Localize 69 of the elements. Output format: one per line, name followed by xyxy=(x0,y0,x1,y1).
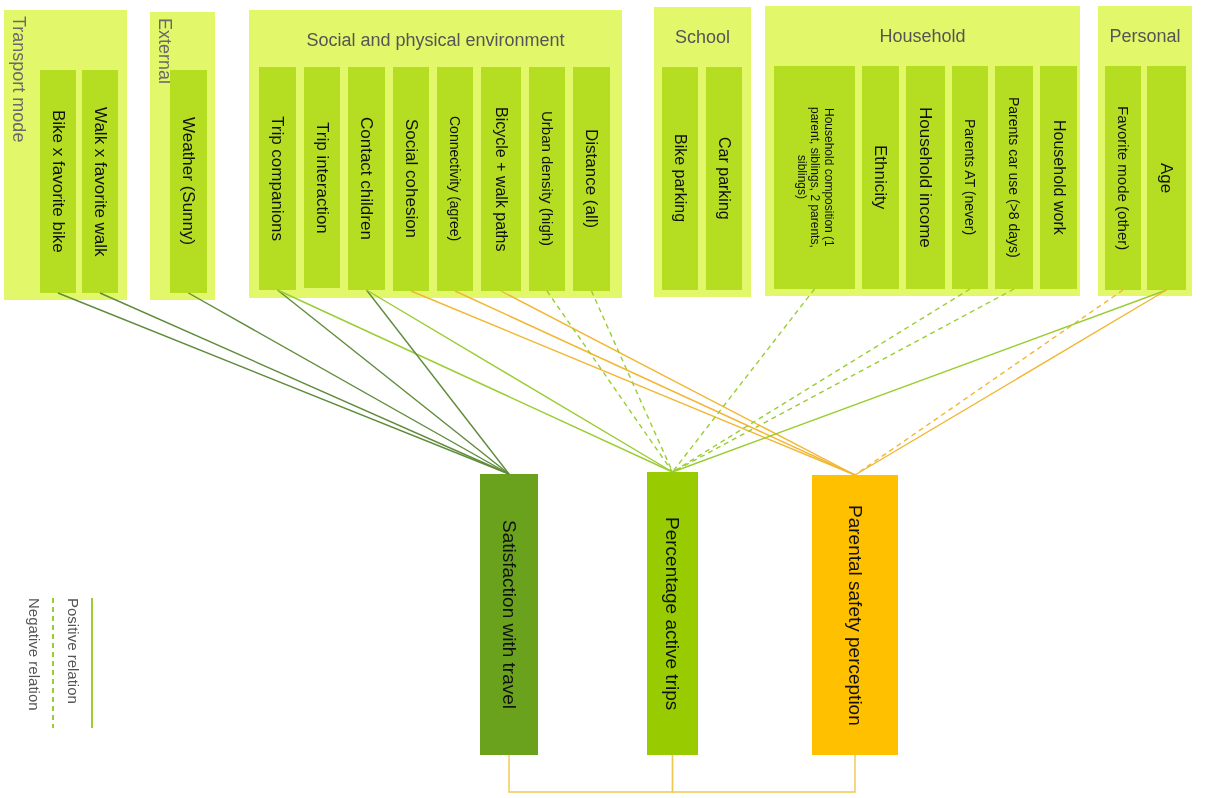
factor-box xyxy=(662,67,698,290)
factor-label: Social cohesion xyxy=(401,119,421,239)
outcome-box xyxy=(812,475,898,755)
factor-label: Age xyxy=(1156,162,1177,194)
factor-box xyxy=(706,67,742,290)
category-panel xyxy=(150,12,215,300)
factor-box xyxy=(1040,66,1077,289)
factor-label: Connectivity (agree) xyxy=(446,116,464,242)
factor-label: Weather (Sunny) xyxy=(178,117,199,246)
bracket-connector xyxy=(671,754,856,793)
factor-box xyxy=(304,67,340,288)
factor-label: Ethnicity xyxy=(870,145,891,210)
factor-label: Distance (all) xyxy=(581,129,602,229)
factor-box xyxy=(82,70,118,293)
factor-label: Contact children xyxy=(356,117,377,240)
factor-label: Bike parking xyxy=(671,134,690,223)
factor-box xyxy=(906,66,945,289)
factor-box xyxy=(1147,66,1186,290)
factor-box xyxy=(952,66,988,289)
factor-label: Trip interaction xyxy=(312,121,332,234)
factor-label: Parents AT (never) xyxy=(961,119,979,236)
factor-box xyxy=(259,67,296,290)
category-panel xyxy=(1098,6,1192,296)
bracket-connector xyxy=(508,754,674,793)
category-heading: Household xyxy=(878,26,967,47)
outcome-label: Percentage active trips xyxy=(661,516,684,711)
factor-box xyxy=(481,67,521,291)
category-panel xyxy=(765,6,1080,296)
outcome-box xyxy=(647,472,698,755)
connector-line xyxy=(276,289,510,475)
outcome-box xyxy=(480,474,538,755)
category-heading: Personal xyxy=(1108,26,1182,47)
category-heading: School xyxy=(673,27,731,48)
factor-label: Household composition (1 parent, siblings, 2 parents, siblings) xyxy=(793,106,836,250)
factor-box xyxy=(573,67,610,291)
factor-label: Bicycle + walk paths xyxy=(492,106,511,252)
factor-box xyxy=(40,70,76,293)
factor-box xyxy=(170,70,207,293)
legend-label: Negative relation xyxy=(26,598,43,711)
factor-box xyxy=(862,66,899,289)
factor-label: Household work xyxy=(1049,120,1068,235)
factor-label: Parents car use (>8 days) xyxy=(1005,97,1023,258)
factor-label: Household income xyxy=(915,107,936,248)
outcome-label: Parental safety perception xyxy=(844,504,866,726)
factor-box xyxy=(529,67,565,291)
connector-line xyxy=(671,288,816,473)
factor-box xyxy=(995,66,1033,289)
connector-line xyxy=(365,289,510,475)
legend-label: Positive relation xyxy=(65,598,82,704)
factor-box xyxy=(348,67,385,290)
factor-label: Walk x favorite walk xyxy=(90,106,110,257)
category-panel xyxy=(249,10,622,298)
category-heading: Social and physical environment xyxy=(305,30,566,51)
factor-box xyxy=(774,66,855,289)
factor-label: Bike x favorite bike xyxy=(48,110,68,253)
category-panel xyxy=(4,10,127,300)
factor-label: Urban density (high) xyxy=(538,111,556,247)
factor-label: Favorite mode (other) xyxy=(1114,105,1132,251)
category-heading: External xyxy=(154,18,175,85)
factor-box xyxy=(393,67,429,291)
factor-label: Car parking xyxy=(715,137,734,220)
factor-box xyxy=(437,67,473,291)
factor-box xyxy=(1105,66,1141,290)
category-panel xyxy=(654,7,751,297)
connector-line xyxy=(365,289,674,473)
connector-line xyxy=(546,290,674,473)
category-heading: Transport mode xyxy=(8,16,29,143)
outcome-label: Satisfaction with travel xyxy=(498,520,520,709)
factor-label: Trip companions xyxy=(267,115,288,241)
